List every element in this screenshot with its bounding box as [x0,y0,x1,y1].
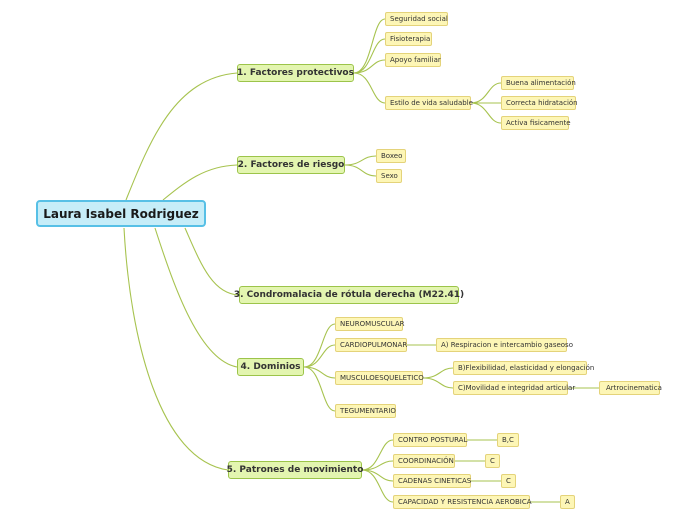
subtopic-tegumentario[interactable]: TEGUMENTARIO [335,404,396,418]
subtopic-correcta-hidratacion[interactable]: Correcta hidratación [501,96,578,110]
subtopic-movilidad[interactable]: C)Movilidad e integridad articular [453,381,575,395]
subtopic-activa-fisicamente[interactable]: Activa fisicamente [501,116,571,130]
subtopic-musculoesqueletico[interactable]: MUSCULOESQUELETICO [335,371,424,385]
value-cadenas-cineticas[interactable]: C [501,474,516,488]
subtopic-artrocinematica[interactable]: Artrocinematica [599,381,662,395]
subtopic-capacidad-aerobica[interactable]: CAPACIDAD Y RESISTENCIA AEROBICA [393,495,532,509]
root-node[interactable]: Laura Isabel Rodriguez [36,200,206,227]
topic-dominios[interactable]: 4. Dominios [237,358,304,376]
subtopic-control-postural[interactable]: CONTRO POSTURAL [393,433,467,447]
topic-factores-riesgo[interactable]: 2. Factores de riesgo [237,156,345,174]
subtopic-fisioterapia[interactable]: Fisioterapia [385,32,432,46]
subtopic-estilo-de-vida[interactable]: Estilo de vida saludable [385,96,473,110]
subtopic-apoyo-familiar[interactable]: Apoyo familiar [385,53,441,67]
subtopic-neuromuscular[interactable]: NEUROMUSCULAR [335,317,405,331]
subtopic-flexibilidad[interactable]: B)Flexibilidad, elasticidad y elongación [453,361,594,375]
subtopic-coordinacion[interactable]: COORDINACIÓN [393,454,455,468]
value-control-postural[interactable]: B,C [497,433,519,447]
subtopic-cardiopulmonar[interactable]: CARDIOPULMONAR [335,338,407,352]
topic-patrones-movimiento[interactable]: 5. Patrones de movimiento [227,461,363,479]
subtopic-seguridad-social[interactable]: Seguridad social [385,12,448,26]
value-capacidad-aerobica[interactable]: A [560,495,575,509]
subtopic-sexo[interactable]: Sexo [376,169,402,183]
subtopic-cadenas-cineticas[interactable]: CADENAS CINETICAS [393,474,471,488]
topic-factores-protectivos[interactable]: 1. Factores protectivos [237,64,354,82]
subtopic-buena-alimentacion[interactable]: Buena alimentación [501,76,576,90]
topic-condromalacia[interactable]: 3. Condromalacia de rótula derecha (M22.… [234,286,464,304]
subtopic-respiracion[interactable]: A) Respiracion e intercambio gaseoso [436,338,573,352]
value-coordinacion[interactable]: C [485,454,500,468]
subtopic-boxeo[interactable]: Boxeo [376,149,406,163]
